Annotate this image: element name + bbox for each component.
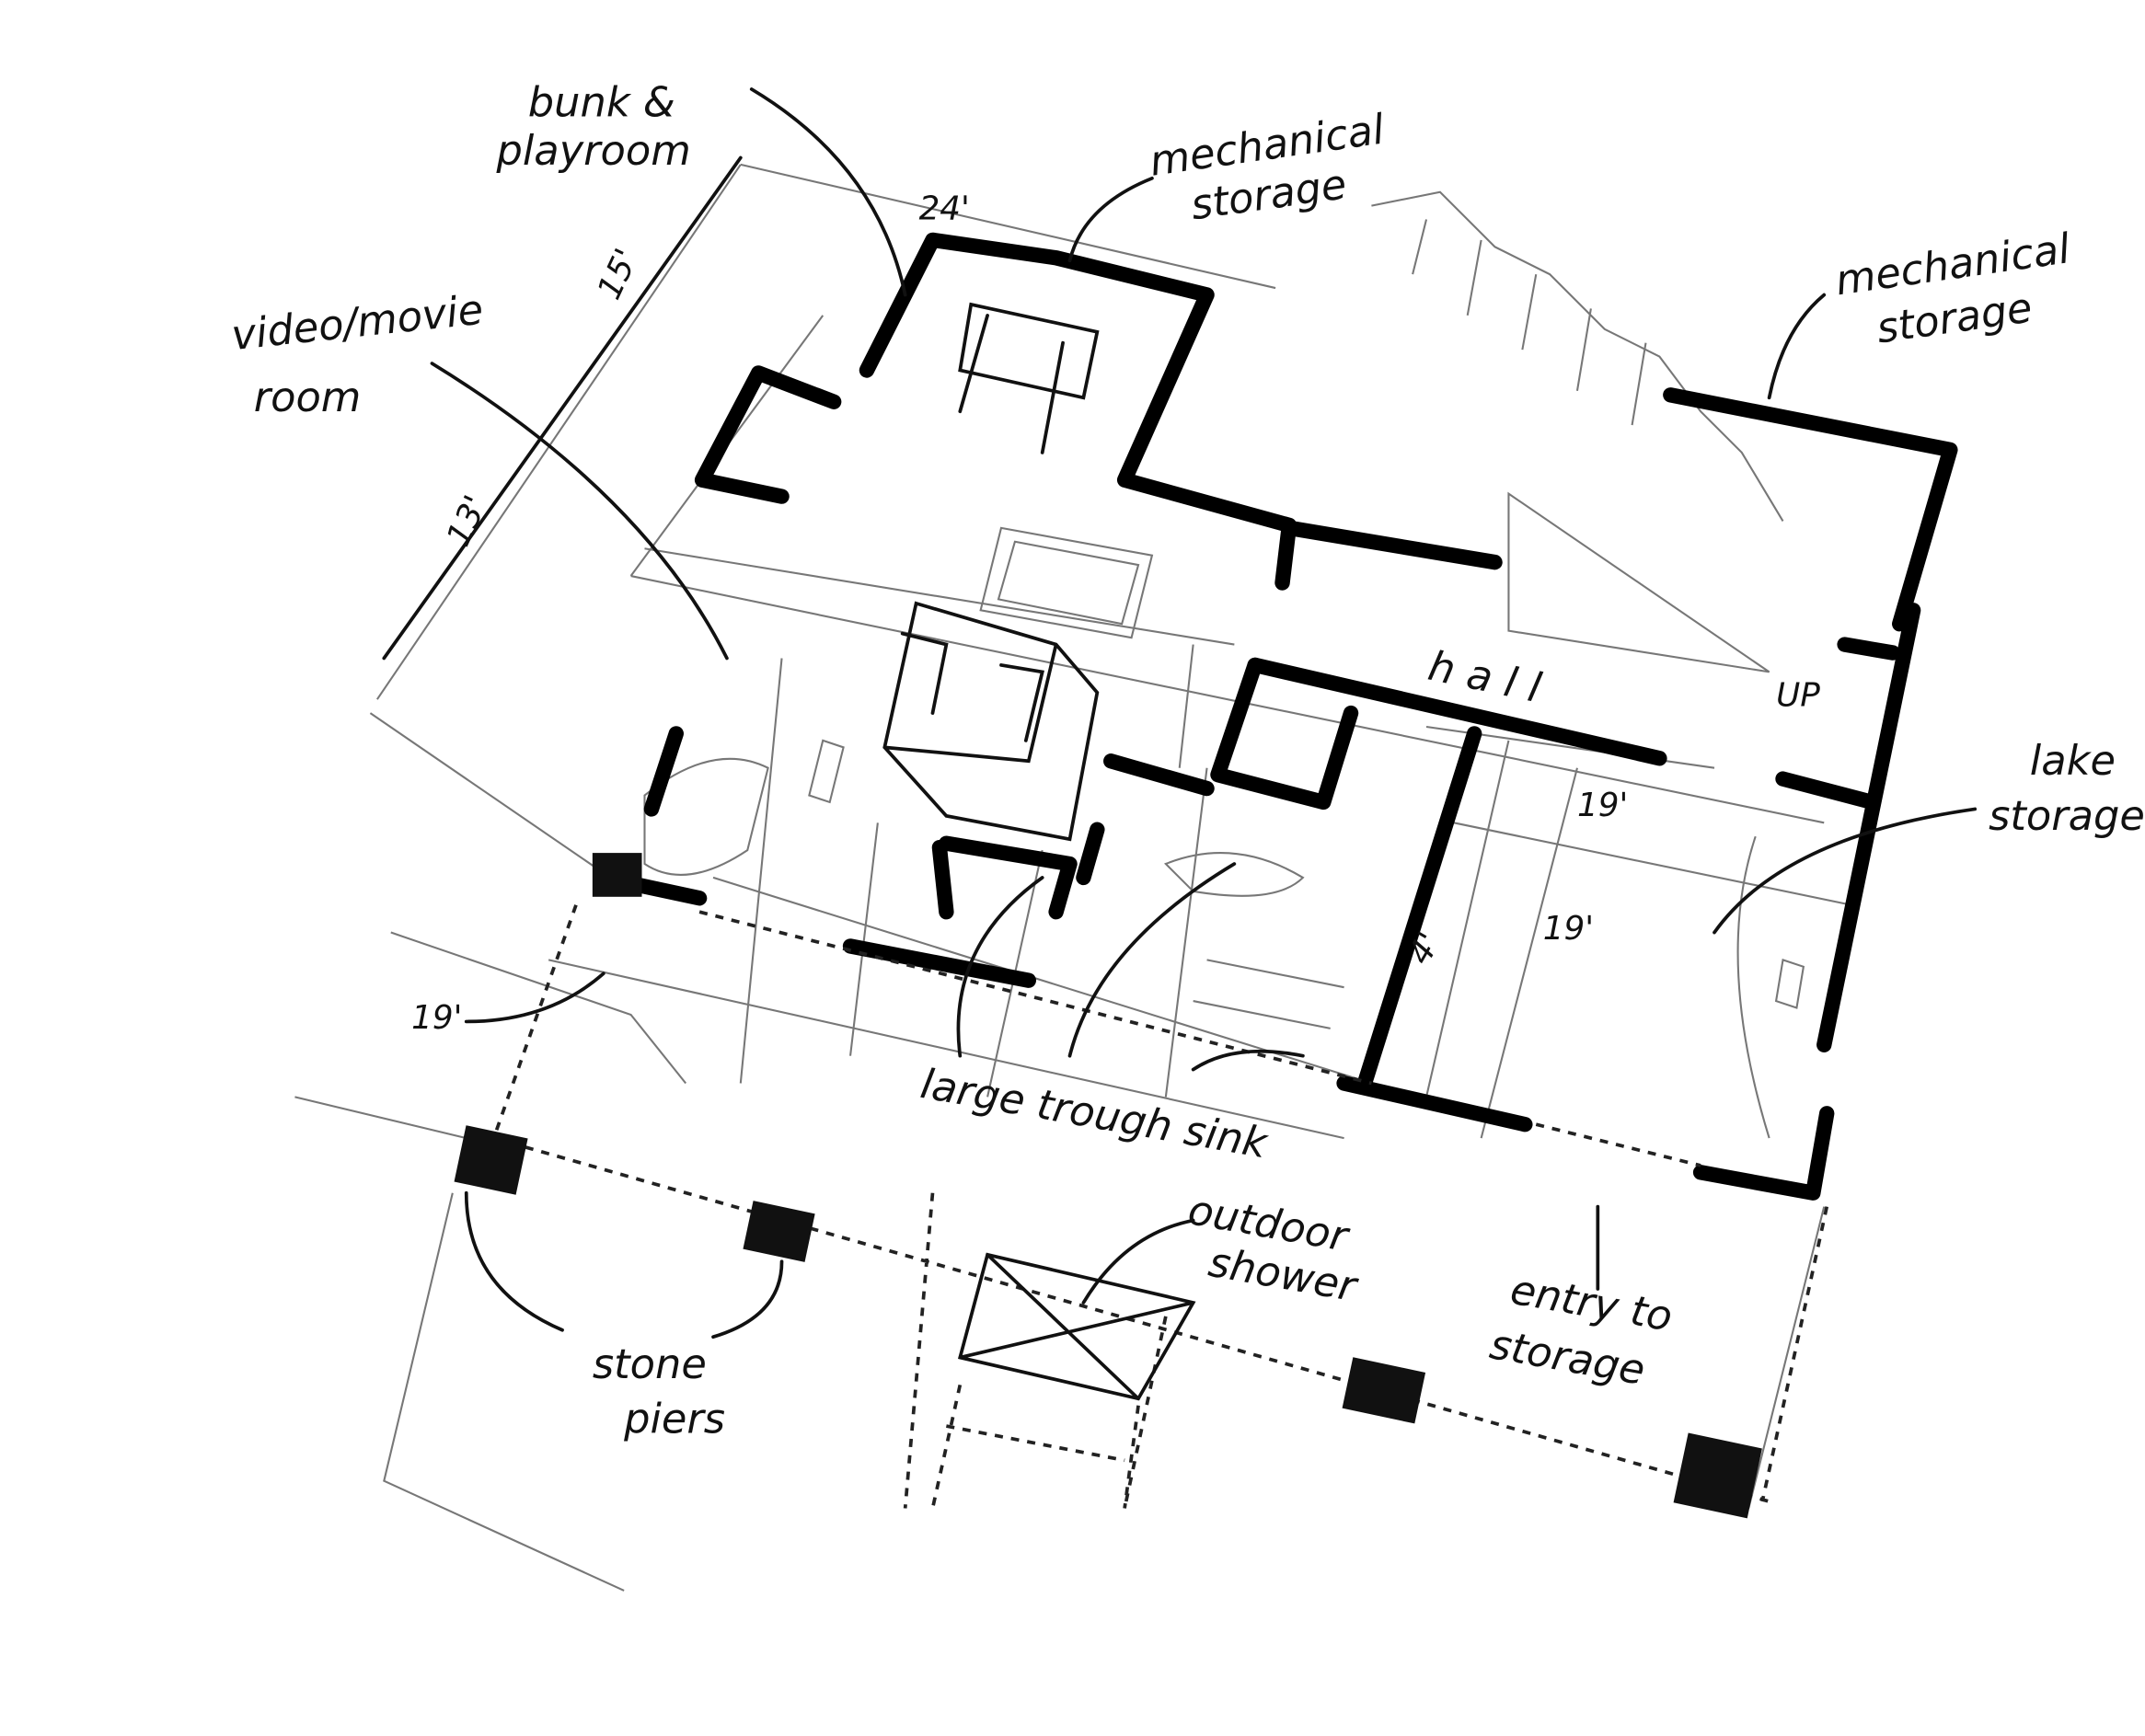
stair-block xyxy=(882,302,1100,842)
stone-pier xyxy=(592,853,642,897)
label-video-movie-room-1: video/movie xyxy=(229,285,485,360)
outdoor-shower xyxy=(930,1252,1196,1509)
label-video-movie-room-2: room xyxy=(254,373,362,421)
label-bunk-playroom-2: playroom xyxy=(496,126,691,175)
dim-porch-left: 19' xyxy=(411,999,462,1037)
stone-pier xyxy=(743,1201,815,1262)
label-lake-storage-2: storage xyxy=(1989,791,2145,840)
pencil-construction-lines xyxy=(294,163,1852,1592)
dim-storage-width: 19' xyxy=(1577,787,1628,824)
label-large-trough-sink: large trough sink xyxy=(917,1059,1273,1168)
leader-lines xyxy=(382,87,1978,1339)
label-stone-piers-2: piers xyxy=(623,1395,725,1443)
dim-top-width: 24' xyxy=(919,190,970,228)
dim-left-upper: 15' xyxy=(591,243,647,305)
stone-pier xyxy=(454,1125,528,1195)
stone-piers xyxy=(454,853,1762,1519)
dimensions: 24' 15' 13' 19' 19' 19' 4' xyxy=(411,190,1628,1037)
label-stone-piers-1: stone xyxy=(593,1339,707,1388)
label-lake-storage-1: lake xyxy=(2030,736,2116,785)
stone-pier xyxy=(1673,1432,1762,1519)
label-up: UP xyxy=(1776,677,1820,715)
label-bunk-playroom-1: bunk & xyxy=(528,78,675,127)
porch-outline xyxy=(491,904,1829,1509)
dim-storage-depth: 19' xyxy=(1543,910,1594,948)
stone-pier xyxy=(1342,1357,1426,1424)
dim-left-lower: 13' xyxy=(440,490,496,552)
walls xyxy=(595,232,1958,1201)
